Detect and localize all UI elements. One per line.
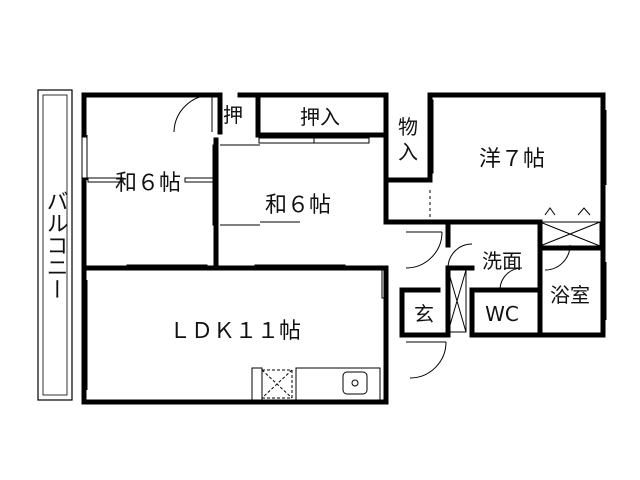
walls [81, 92, 606, 405]
label-oshi-small: 押 [223, 103, 243, 127]
label-ldk: ＬＤＫ１１帖 [169, 319, 301, 344]
windows [81, 92, 607, 390]
label-genkan: 玄 [414, 302, 434, 326]
label-oshiire: 押入 [300, 105, 340, 129]
door-swings [173, 94, 571, 379]
fixtures [251, 207, 601, 401]
label-washitsu-left: 和６帖 [115, 171, 181, 196]
label-monoire-1: 物 [398, 115, 418, 139]
label-washitsu-mid: 和６帖 [265, 193, 331, 218]
label-balcony: バルコニー [43, 190, 68, 300]
label-youshitsu: 洋７帖 [479, 147, 545, 172]
label-monoire-2: 入 [398, 140, 418, 164]
label-senmen: 洗面 [482, 249, 522, 273]
label-yokushitsu: 浴室 [550, 283, 590, 307]
label-wc: WC [485, 302, 519, 326]
sliding-doors [87, 99, 434, 271]
balcony [37, 89, 73, 401]
room-labels: バルコニー 押 押入 和６帖 和６帖 物 入 洋７帖 洗面 玄 WC 浴室 ＬＤ… [43, 103, 591, 344]
